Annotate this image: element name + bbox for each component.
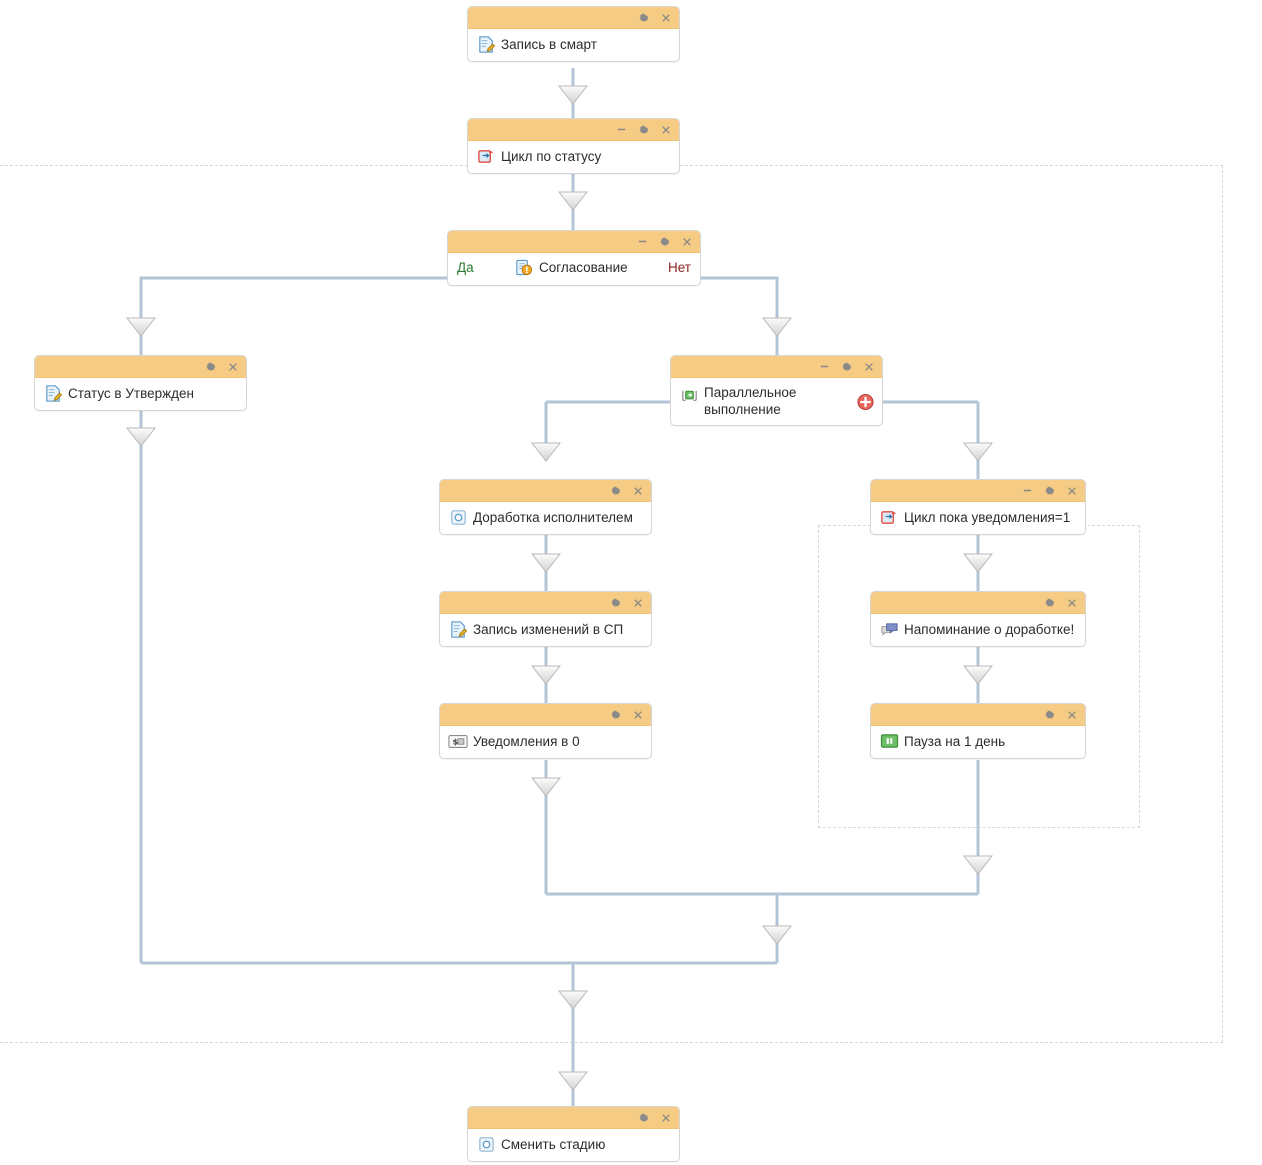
node-soglasovanie[interactable]: Да Согласование Нет bbox=[447, 230, 701, 286]
node-header bbox=[468, 119, 679, 141]
node-body: Напоминание о доработке! bbox=[871, 614, 1085, 646]
approval-warning-icon bbox=[514, 257, 534, 277]
close-icon[interactable] bbox=[631, 484, 644, 497]
document-edit-icon bbox=[43, 383, 63, 403]
gear-icon[interactable] bbox=[1043, 596, 1056, 609]
parallel-execution-icon bbox=[679, 385, 699, 405]
close-icon[interactable] bbox=[680, 235, 693, 248]
svg-text:$: $ bbox=[453, 736, 459, 746]
variable-field-icon: $ bbox=[448, 731, 468, 751]
node-body: $ Уведомления в 0 bbox=[440, 726, 651, 758]
close-icon[interactable] bbox=[226, 360, 239, 373]
close-icon[interactable] bbox=[1065, 596, 1078, 609]
node-header bbox=[440, 704, 651, 726]
node-label: Сменить стадию bbox=[501, 1136, 606, 1152]
loop-icon bbox=[879, 507, 899, 527]
node-label: Параллельное выполнение bbox=[704, 385, 797, 417]
node-header bbox=[671, 356, 882, 378]
node-uvedomleniya-v-0[interactable]: $ Уведомления в 0 bbox=[439, 703, 652, 759]
node-body: Цикл пока уведомления=1 bbox=[871, 502, 1085, 534]
gear-icon[interactable] bbox=[204, 360, 217, 373]
node-tsikl-poka-uvedomleniya[interactable]: Цикл пока уведомления=1 bbox=[870, 479, 1086, 535]
minimize-icon[interactable] bbox=[818, 360, 831, 373]
node-header bbox=[440, 592, 651, 614]
document-edit-icon bbox=[476, 34, 496, 54]
gear-icon[interactable] bbox=[637, 11, 650, 24]
node-label: Доработка исполнителем bbox=[473, 509, 633, 525]
node-status-v-utverzhden[interactable]: Статус в Утвержден bbox=[34, 355, 247, 411]
node-body: Параллельное выполнение bbox=[671, 378, 882, 425]
add-branch-button[interactable] bbox=[857, 393, 874, 410]
node-tsikl-po-statusu[interactable]: Цикл по статусу bbox=[467, 118, 680, 174]
node-body: Доработка исполнителем bbox=[440, 502, 651, 534]
pause-icon bbox=[879, 731, 899, 751]
node-body: Статус в Утвержден bbox=[35, 378, 246, 410]
minimize-icon[interactable] bbox=[615, 123, 628, 136]
node-header bbox=[440, 480, 651, 502]
task-circle-icon bbox=[476, 1134, 496, 1154]
close-icon[interactable] bbox=[631, 708, 644, 721]
node-label: Согласование bbox=[538, 259, 628, 275]
node-body: Цикл по статусу bbox=[468, 141, 679, 173]
node-zapis-izmeneniy-v-sp[interactable]: Запись изменений в СП bbox=[439, 591, 652, 647]
branch-label-no: Нет bbox=[668, 259, 691, 275]
minimize-icon[interactable] bbox=[636, 235, 649, 248]
close-icon[interactable] bbox=[631, 596, 644, 609]
gear-icon[interactable] bbox=[637, 123, 650, 136]
node-pauza-na-1-den[interactable]: Пауза на 1 день bbox=[870, 703, 1086, 759]
node-dorabotka-ispolnitelem[interactable]: Доработка исполнителем bbox=[439, 479, 652, 535]
branch-label-yes: Да bbox=[457, 259, 474, 275]
node-parallelnoe-vypolnenie[interactable]: Параллельное выполнение bbox=[670, 355, 883, 426]
node-label: Статус в Утвержден bbox=[68, 385, 195, 401]
node-zapis-v-smart[interactable]: Запись в смарт bbox=[467, 6, 680, 62]
gear-icon[interactable] bbox=[1043, 484, 1056, 497]
node-header bbox=[871, 704, 1085, 726]
gear-icon[interactable] bbox=[658, 235, 671, 248]
node-body: Да Согласование Нет bbox=[448, 253, 700, 285]
close-icon[interactable] bbox=[659, 1111, 672, 1124]
close-icon[interactable] bbox=[862, 360, 875, 373]
loop-icon bbox=[476, 146, 496, 166]
close-icon[interactable] bbox=[1065, 708, 1078, 721]
node-body: Запись изменений в СП bbox=[440, 614, 651, 646]
node-header bbox=[871, 592, 1085, 614]
gear-icon[interactable] bbox=[1043, 708, 1056, 721]
node-header bbox=[468, 1107, 679, 1129]
gear-icon[interactable] bbox=[609, 484, 622, 497]
close-icon[interactable] bbox=[659, 123, 672, 136]
notification-bubble-icon bbox=[879, 619, 899, 639]
node-header bbox=[871, 480, 1085, 502]
close-icon[interactable] bbox=[659, 11, 672, 24]
node-label: Пауза на 1 день bbox=[904, 733, 1006, 749]
node-body: Запись в смарт bbox=[468, 29, 679, 61]
gear-icon[interactable] bbox=[609, 708, 622, 721]
document-edit-icon bbox=[448, 619, 468, 639]
task-circle-icon bbox=[448, 507, 468, 527]
node-label: Уведомления в 0 bbox=[473, 733, 580, 749]
node-label: Цикл по статусу bbox=[501, 148, 602, 164]
gear-icon[interactable] bbox=[609, 596, 622, 609]
node-header bbox=[468, 7, 679, 29]
node-napominanie-o-dorabotke[interactable]: Напоминание о доработке! bbox=[870, 591, 1086, 647]
minimize-icon[interactable] bbox=[1021, 484, 1034, 497]
gear-icon[interactable] bbox=[840, 360, 853, 373]
node-body: Пауза на 1 день bbox=[871, 726, 1085, 758]
node-header bbox=[35, 356, 246, 378]
close-icon[interactable] bbox=[1065, 484, 1078, 497]
node-label: Цикл пока уведомления=1 bbox=[904, 509, 1071, 525]
gear-icon[interactable] bbox=[637, 1111, 650, 1124]
node-header bbox=[448, 231, 700, 253]
node-body: Сменить стадию bbox=[468, 1129, 679, 1161]
node-smenit-stadiyu[interactable]: Сменить стадию bbox=[467, 1106, 680, 1162]
node-label: Запись в смарт bbox=[501, 36, 597, 52]
node-label: Запись изменений в СП bbox=[473, 621, 624, 637]
node-label: Напоминание о доработке! bbox=[904, 621, 1075, 637]
